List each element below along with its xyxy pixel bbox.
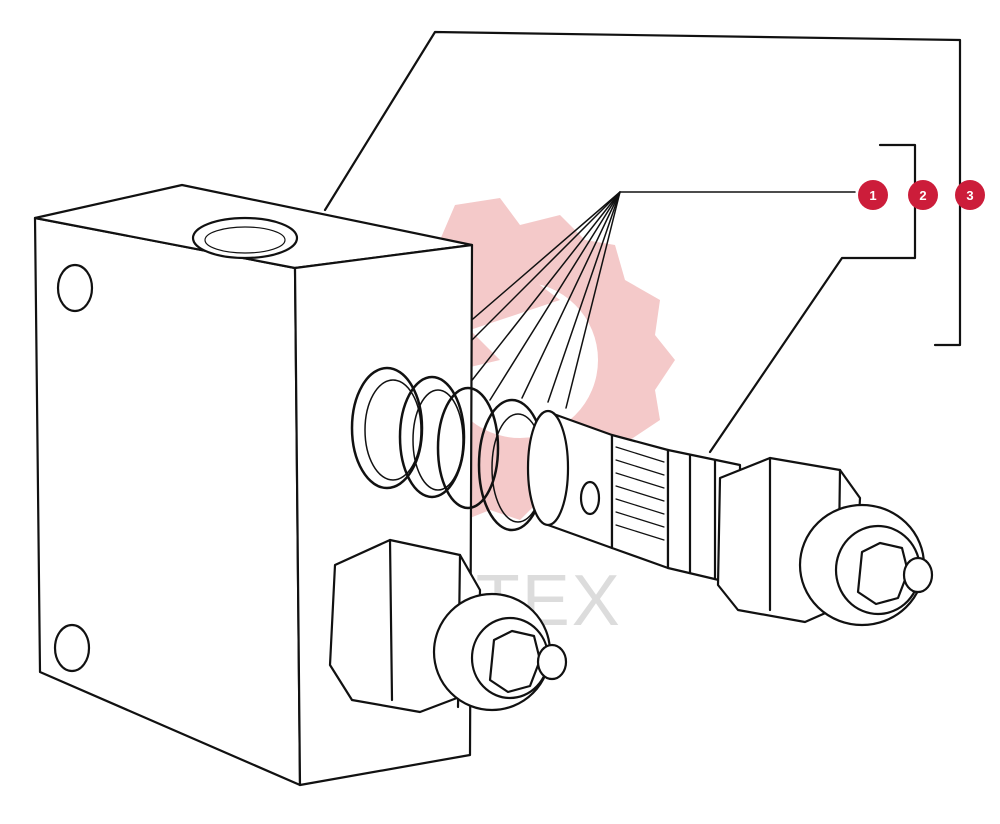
mounting-hole-lower — [53, 623, 91, 673]
spool-port — [579, 480, 601, 516]
callout-badge — [908, 180, 938, 210]
callout-2[interactable]: 2 — [908, 180, 938, 210]
callout-3[interactable]: 3 — [955, 180, 985, 210]
lower-adjuster-nut — [488, 629, 542, 694]
lower-adjuster-screw — [536, 643, 568, 681]
seal-ring — [412, 389, 464, 491]
relief-valve-lower — [328, 538, 568, 714]
callout-badge — [858, 180, 888, 210]
callout-label-2: 2 — [919, 188, 926, 203]
adjuster-nut — [856, 541, 910, 606]
seal-ring — [350, 366, 424, 490]
cartridge-tip — [526, 409, 570, 527]
callout-label-1: 1 — [869, 188, 876, 203]
leader-bracket-3 — [323, 30, 962, 347]
mounting-hole-upper — [56, 263, 94, 313]
seal-ring — [436, 386, 500, 510]
seal-ring — [364, 379, 422, 481]
leader-bracket-2 — [708, 143, 917, 454]
cartridge-valve — [526, 409, 934, 627]
callout-1[interactable]: 1 — [858, 180, 888, 210]
adjuster-screw — [902, 556, 934, 594]
seal-ring — [398, 375, 466, 499]
callout-label-3: 3 — [966, 188, 973, 203]
top-port-thread — [204, 226, 286, 254]
callout-badge — [955, 180, 985, 210]
